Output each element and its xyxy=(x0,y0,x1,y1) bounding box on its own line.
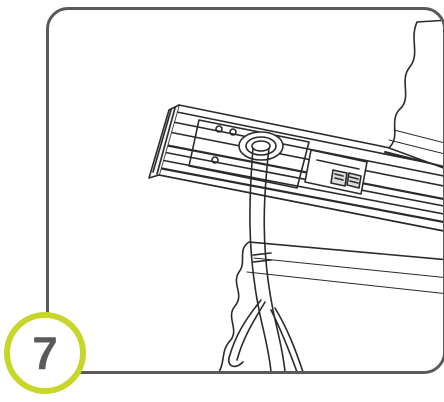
installation-illustration xyxy=(148,19,443,371)
power-cable xyxy=(249,147,272,371)
luminaire-rail xyxy=(148,104,443,232)
step-number-badge: 7 xyxy=(4,312,86,394)
cable-gland-icon xyxy=(238,131,284,161)
illustration-frame xyxy=(46,7,444,374)
terminal-block-icon xyxy=(304,149,368,195)
cut-away-ceiling-icon xyxy=(218,241,443,371)
step-number-label: 7 xyxy=(32,327,58,379)
